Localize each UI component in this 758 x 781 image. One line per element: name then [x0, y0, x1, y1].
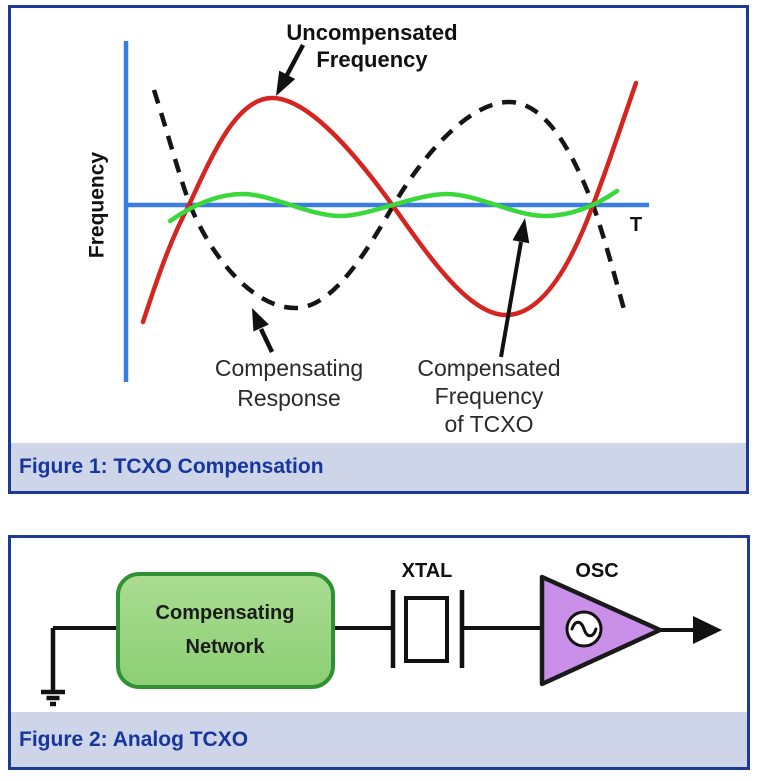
output-arrowhead	[693, 616, 722, 644]
compensated-frequency-label-line1: Compensated	[417, 355, 560, 381]
osc-label: OSC	[575, 560, 618, 582]
x-axis-label: T	[630, 214, 642, 236]
figure-1-panel: Frequency T Uncompensated Frequency Comp…	[8, 5, 749, 494]
uncompensated-frequency-label-line1: Uncompensated	[286, 20, 457, 45]
analog-tcxo-diagram: Compensating Network XTAL OSC	[41, 560, 722, 707]
compensating-network-block	[116, 572, 335, 689]
uncompensated-frequency-curve	[140, 80, 639, 325]
tcxo-compensation-chart: Frequency T Uncompensated Frequency Comp…	[86, 20, 649, 437]
compensated-frequency-label-line3: of TCXO	[444, 411, 533, 437]
uncompensated-arrow	[276, 43, 305, 96]
y-axis-label: Frequency	[86, 152, 109, 259]
sine-wave-icon	[570, 620, 598, 638]
xtal-label: XTAL	[402, 560, 453, 582]
crystal-symbol	[390, 590, 465, 668]
oscillator-symbol	[539, 574, 663, 687]
compensated-frequency-label-line2: Frequency	[435, 383, 544, 409]
compensating-response-label-line1: Compensating	[215, 355, 363, 381]
compensated-frequency-curve	[167, 188, 620, 224]
figure-1-caption: Figure 1: TCXO Compensation	[11, 443, 746, 491]
uncompensated-frequency-label-line2: Frequency	[316, 47, 428, 72]
compensated-arrow	[499, 218, 530, 358]
compensating-network-label-line2: Network	[186, 636, 266, 658]
figure-2-caption: Figure 2: Analog TCXO	[11, 712, 747, 767]
compensating-response-label-line2: Response	[237, 385, 341, 411]
wires	[53, 626, 700, 632]
compensating-arrow	[252, 308, 275, 353]
compensating-network-label-line1: Compensating	[156, 602, 295, 624]
figure-2-panel: Compensating Network XTAL OSC Figure 2: …	[8, 535, 750, 770]
ground-symbol	[41, 628, 65, 707]
